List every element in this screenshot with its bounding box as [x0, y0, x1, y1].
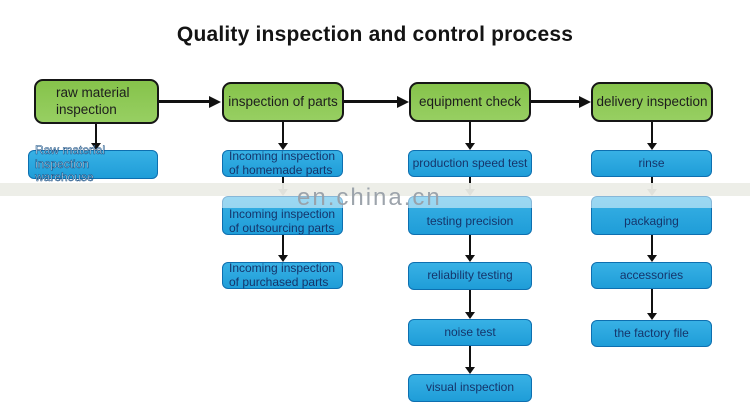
- down-arrow-col2-1: [282, 122, 284, 143]
- step-homemade-parts: Incoming inspection of homemade parts: [222, 149, 343, 177]
- down-arrow-col4-4: [651, 289, 653, 313]
- step-production-speed-test: production speed test: [408, 150, 532, 177]
- down-arrow-col3-4: [469, 290, 471, 312]
- down-arrow-col3-3: [469, 235, 471, 255]
- step-factory-file: the factory file: [591, 320, 712, 347]
- down-arrow-col1-1: [95, 124, 97, 143]
- step-visual-inspection: visual inspection: [408, 374, 532, 402]
- down-arrow-col2-3: [282, 235, 284, 255]
- stage-inspection-of-parts: inspection of parts: [222, 82, 344, 122]
- stage-equipment-check: equipment check: [409, 82, 531, 122]
- stage-raw-material-inspection: raw material inspection: [34, 79, 159, 124]
- step-reliability-testing: reliability testing: [408, 262, 532, 290]
- page-title: Quality inspection and control process: [176, 23, 574, 46]
- right-arrow-stage1-stage2: [159, 95, 221, 108]
- step-rinse: rinse: [591, 150, 712, 177]
- down-arrow-col4-3: [651, 235, 653, 255]
- right-arrow-stage3-stage4: [531, 95, 591, 108]
- step-noise-test: noise test: [408, 319, 532, 346]
- step-raw-material-warehouse: Raw material inspection warehouse: [28, 143, 158, 185]
- watermark-band-fade: [0, 196, 750, 208]
- watermark-band: [0, 183, 750, 196]
- step-purchased-parts: Incoming inspection of purchased parts: [222, 261, 343, 289]
- stage-delivery-inspection: delivery inspection: [591, 82, 713, 122]
- watermark-text: en.china.cn: [297, 184, 442, 211]
- right-arrow-stage2-stage3: [344, 95, 409, 108]
- down-arrow-col3-1: [469, 122, 471, 143]
- down-arrow-col4-1: [651, 122, 653, 143]
- step-accessories: accessories: [591, 262, 712, 289]
- down-arrow-col3-5: [469, 346, 471, 367]
